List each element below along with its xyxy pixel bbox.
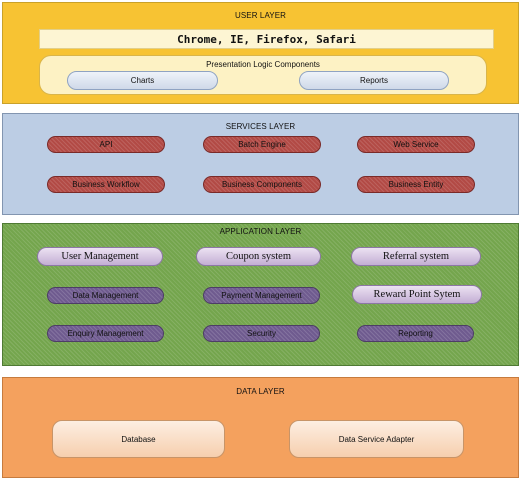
enquiry-management-component: Enquiry Management [47,325,164,342]
payment-management-component: Payment Management [203,287,320,304]
referral-system-component: Referral system [351,247,481,266]
user-management-component: User Management [37,247,163,266]
presentation-logic-title: Presentation Logic Components [206,60,320,69]
business-components-component: Business Components [203,176,321,193]
data-service-adapter-component: Data Service Adapter [289,420,464,458]
data-layer-title: DATA LAYER [236,387,285,396]
coupon-system-component: Coupon system [196,247,321,266]
api-component: API [47,136,165,153]
application-layer: APPLICATION LAYER User Management Coupon… [2,223,519,366]
business-workflow-component: Business Workflow [47,176,165,193]
web-service-component: Web Service [357,136,475,153]
charts-component: Charts [67,71,218,90]
user-layer-title: USER LAYER [234,11,287,20]
browsers-box: Chrome, IE, Firefox, Safari [39,29,494,49]
database-component: Database [52,420,225,458]
reward-point-system-component: Reward Point Sytem [352,285,482,304]
security-component: Security [203,325,320,342]
services-layer-title: SERVICES LAYER [225,122,296,131]
reports-component: Reports [299,71,449,90]
user-layer: USER LAYER Chrome, IE, Firefox, Safari P… [2,2,519,104]
application-layer-title: APPLICATION LAYER [219,227,302,236]
services-layer: SERVICES LAYER API Batch Engine Web Serv… [2,113,519,215]
reporting-component: Reporting [357,325,474,342]
data-management-component: Data Management [47,287,164,304]
data-layer: DATA LAYER Database Data Service Adapter [2,377,519,478]
batch-engine-component: Batch Engine [203,136,321,153]
presentation-logic-components: Presentation Logic Components Charts Rep… [39,55,487,95]
business-entity-component: Business Entity [357,176,475,193]
